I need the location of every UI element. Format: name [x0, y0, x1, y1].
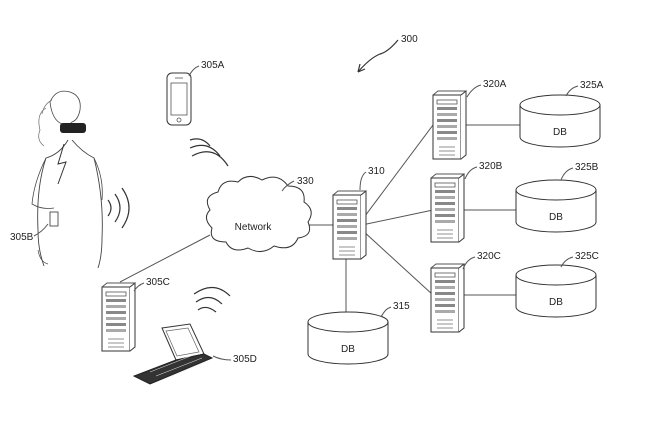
link-305c-network — [119, 234, 211, 283]
database-325b-label: DB — [549, 212, 563, 223]
link-310-320a — [361, 124, 434, 221]
ref-300-arrow-icon — [357, 39, 399, 73]
laptop-icon — [132, 323, 214, 385]
server-320b-icon — [430, 173, 465, 243]
laptop-signal-waves-icon — [193, 286, 231, 313]
database-325c-icon — [515, 264, 597, 318]
server-tower-icon — [101, 282, 136, 352]
link-310-320b — [361, 209, 434, 226]
ref-320b-label: 320B — [479, 161, 503, 172]
network-label: Network — [235, 222, 273, 233]
leader-315 — [380, 306, 392, 318]
database-315-label: DB — [341, 344, 355, 355]
ref-315-label: 315 — [393, 301, 410, 312]
ref-305c-label: 305C — [146, 277, 170, 288]
server-320c-icon — [430, 263, 465, 333]
leader-320a — [466, 84, 482, 98]
server-320a-icon — [432, 90, 467, 160]
link-310-320c — [361, 229, 434, 296]
ref-330-label: 330 — [297, 176, 314, 187]
ref-300-label: 300 — [401, 34, 418, 45]
arrow-head-icon — [357, 63, 366, 73]
leader-325b — [560, 167, 574, 181]
smartphone-icon — [166, 72, 192, 126]
head-mounted-display-user-icon — [31, 90, 103, 269]
leader-305d — [212, 355, 232, 361]
ref-305b-label: 305B — [10, 232, 34, 243]
ref-325a-label: 325A — [580, 80, 604, 91]
leader-320b — [464, 166, 478, 180]
database-325c-label: DB — [549, 297, 563, 308]
leader-325a — [565, 85, 579, 97]
ref-310-label: 310 — [368, 166, 385, 177]
phone-signal-waves-icon — [189, 138, 229, 167]
network-cloud-icon — [206, 176, 312, 252]
database-325a-label: DB — [553, 127, 567, 138]
leader-305b — [33, 223, 49, 237]
database-325a-icon — [519, 94, 601, 148]
ref-305a-label: 305A — [201, 60, 225, 71]
ref-325b-label: 325B — [575, 162, 599, 173]
leader-330 — [281, 180, 295, 192]
ref-320c-label: 320C — [477, 251, 501, 262]
database-315-icon — [307, 311, 389, 365]
server-310-icon — [332, 190, 367, 260]
leader-305a — [188, 65, 200, 77]
wearer-signal-waves-icon — [107, 187, 130, 229]
ref-325c-label: 325C — [575, 251, 599, 262]
leader-320c — [462, 256, 476, 270]
ref-320a-label: 320A — [483, 79, 507, 90]
leader-325c — [560, 256, 574, 268]
leader-305c — [133, 282, 145, 292]
leader-310 — [359, 171, 367, 191]
ref-305d-label: 305D — [233, 354, 257, 365]
database-325b-icon — [515, 179, 597, 233]
